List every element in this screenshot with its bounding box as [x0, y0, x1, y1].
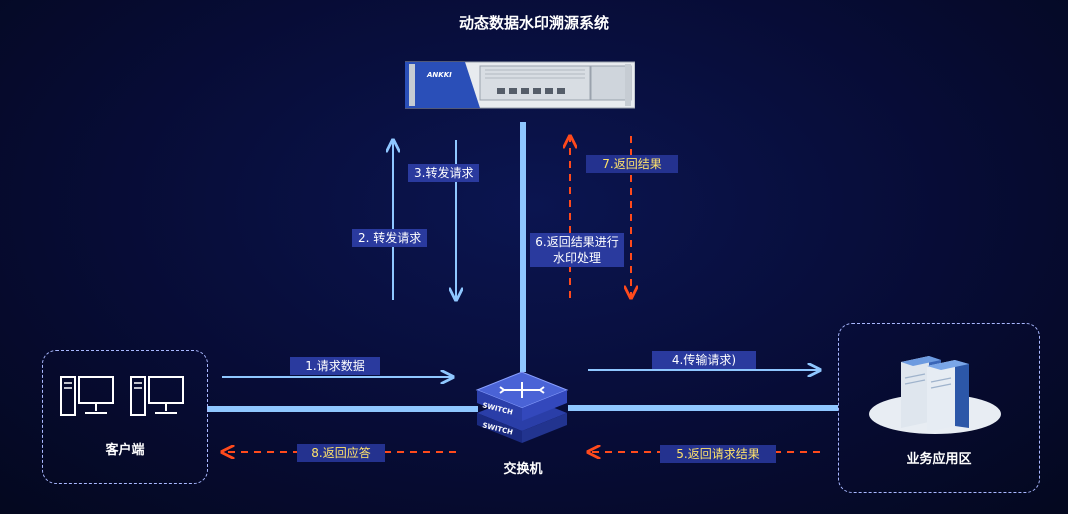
- label-step1: 1.请求数据: [290, 357, 380, 375]
- watermark-appliance: ANKKI: [405, 58, 635, 110]
- label-step2: 2. 转发请求: [352, 229, 428, 247]
- client-label: 客户端: [105, 443, 145, 458]
- switch-device: SWITCH SWITCH: [472, 365, 572, 445]
- switch-icon: [475, 371, 569, 443]
- diagram-title: 动态数据水印溯源系统: [458, 14, 609, 32]
- business-label: 业务应用区: [906, 452, 972, 467]
- label-step5: 5.返回请求结果: [660, 445, 776, 463]
- label-step8: 8.返回应答: [297, 444, 385, 462]
- label-step4: 4.传输请求): [652, 351, 756, 369]
- label-step3: 3.转发请求: [408, 164, 480, 182]
- label-step6: 6.返回结果进行 水印处理: [530, 233, 624, 267]
- label-step6-line1: 6.返回结果进行: [535, 235, 619, 249]
- switch-label: 交换机: [503, 462, 543, 477]
- client-zone: 客户端: [42, 350, 208, 484]
- business-zone: 业务应用区: [838, 323, 1040, 493]
- label-step6-line2: 水印处理: [552, 251, 601, 265]
- client-computers-icon: [60, 376, 184, 416]
- server-rack-icon: [869, 356, 1001, 434]
- appliance-brand: ANKKI: [427, 71, 452, 79]
- label-step7: 7.返回结果: [586, 155, 678, 173]
- appliance-image: [405, 61, 635, 109]
